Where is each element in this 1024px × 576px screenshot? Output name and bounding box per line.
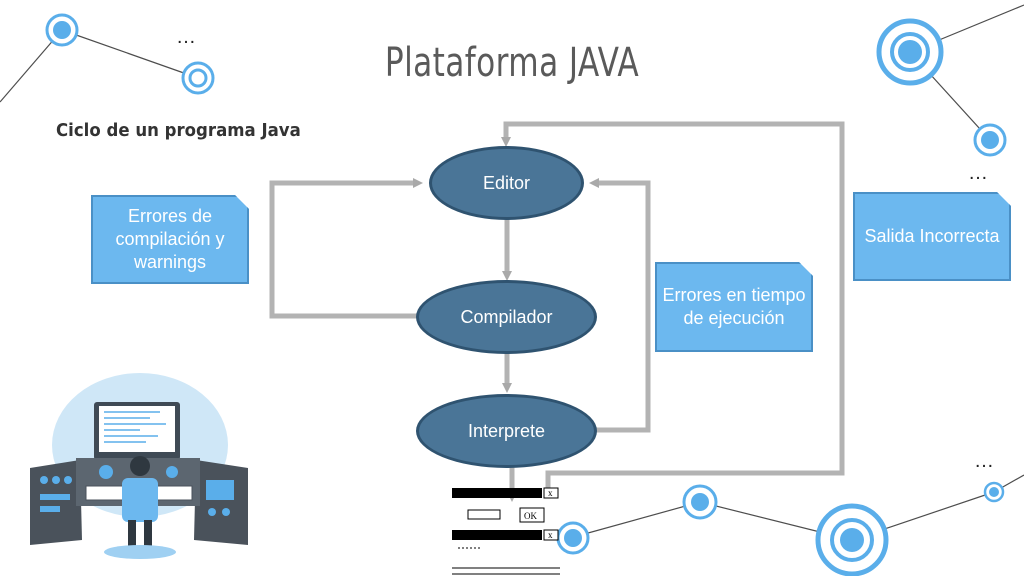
flow-arrows — [269, 121, 845, 502]
svg-text:x: x — [548, 530, 553, 540]
ellipsis-icon: … — [176, 26, 197, 48]
node-compilador: Compilador — [416, 280, 597, 354]
note-salida-incorrecta: Salida Incorrecta — [853, 192, 1011, 281]
program-output-icon: x OK x — [452, 487, 560, 575]
page-title: Plataforma JAVA — [384, 40, 640, 86]
node-editor: Editor — [429, 146, 584, 220]
network-node-icon — [45, 13, 1007, 576]
ellipsis-icon: … — [968, 162, 989, 184]
ok-button-label: OK — [524, 511, 537, 521]
programmer-illustration-icon — [30, 373, 248, 559]
svg-text:x: x — [548, 488, 553, 498]
node-interprete: Interprete — [416, 394, 597, 468]
note-errores-compilacion: Errores de compilación y warnings — [91, 195, 249, 284]
ellipsis-icon: … — [974, 450, 995, 472]
page-subtitle: Ciclo de un programa Java — [56, 120, 301, 141]
note-errores-ejecucion: Errores en tiempo de ejecución — [655, 262, 813, 352]
